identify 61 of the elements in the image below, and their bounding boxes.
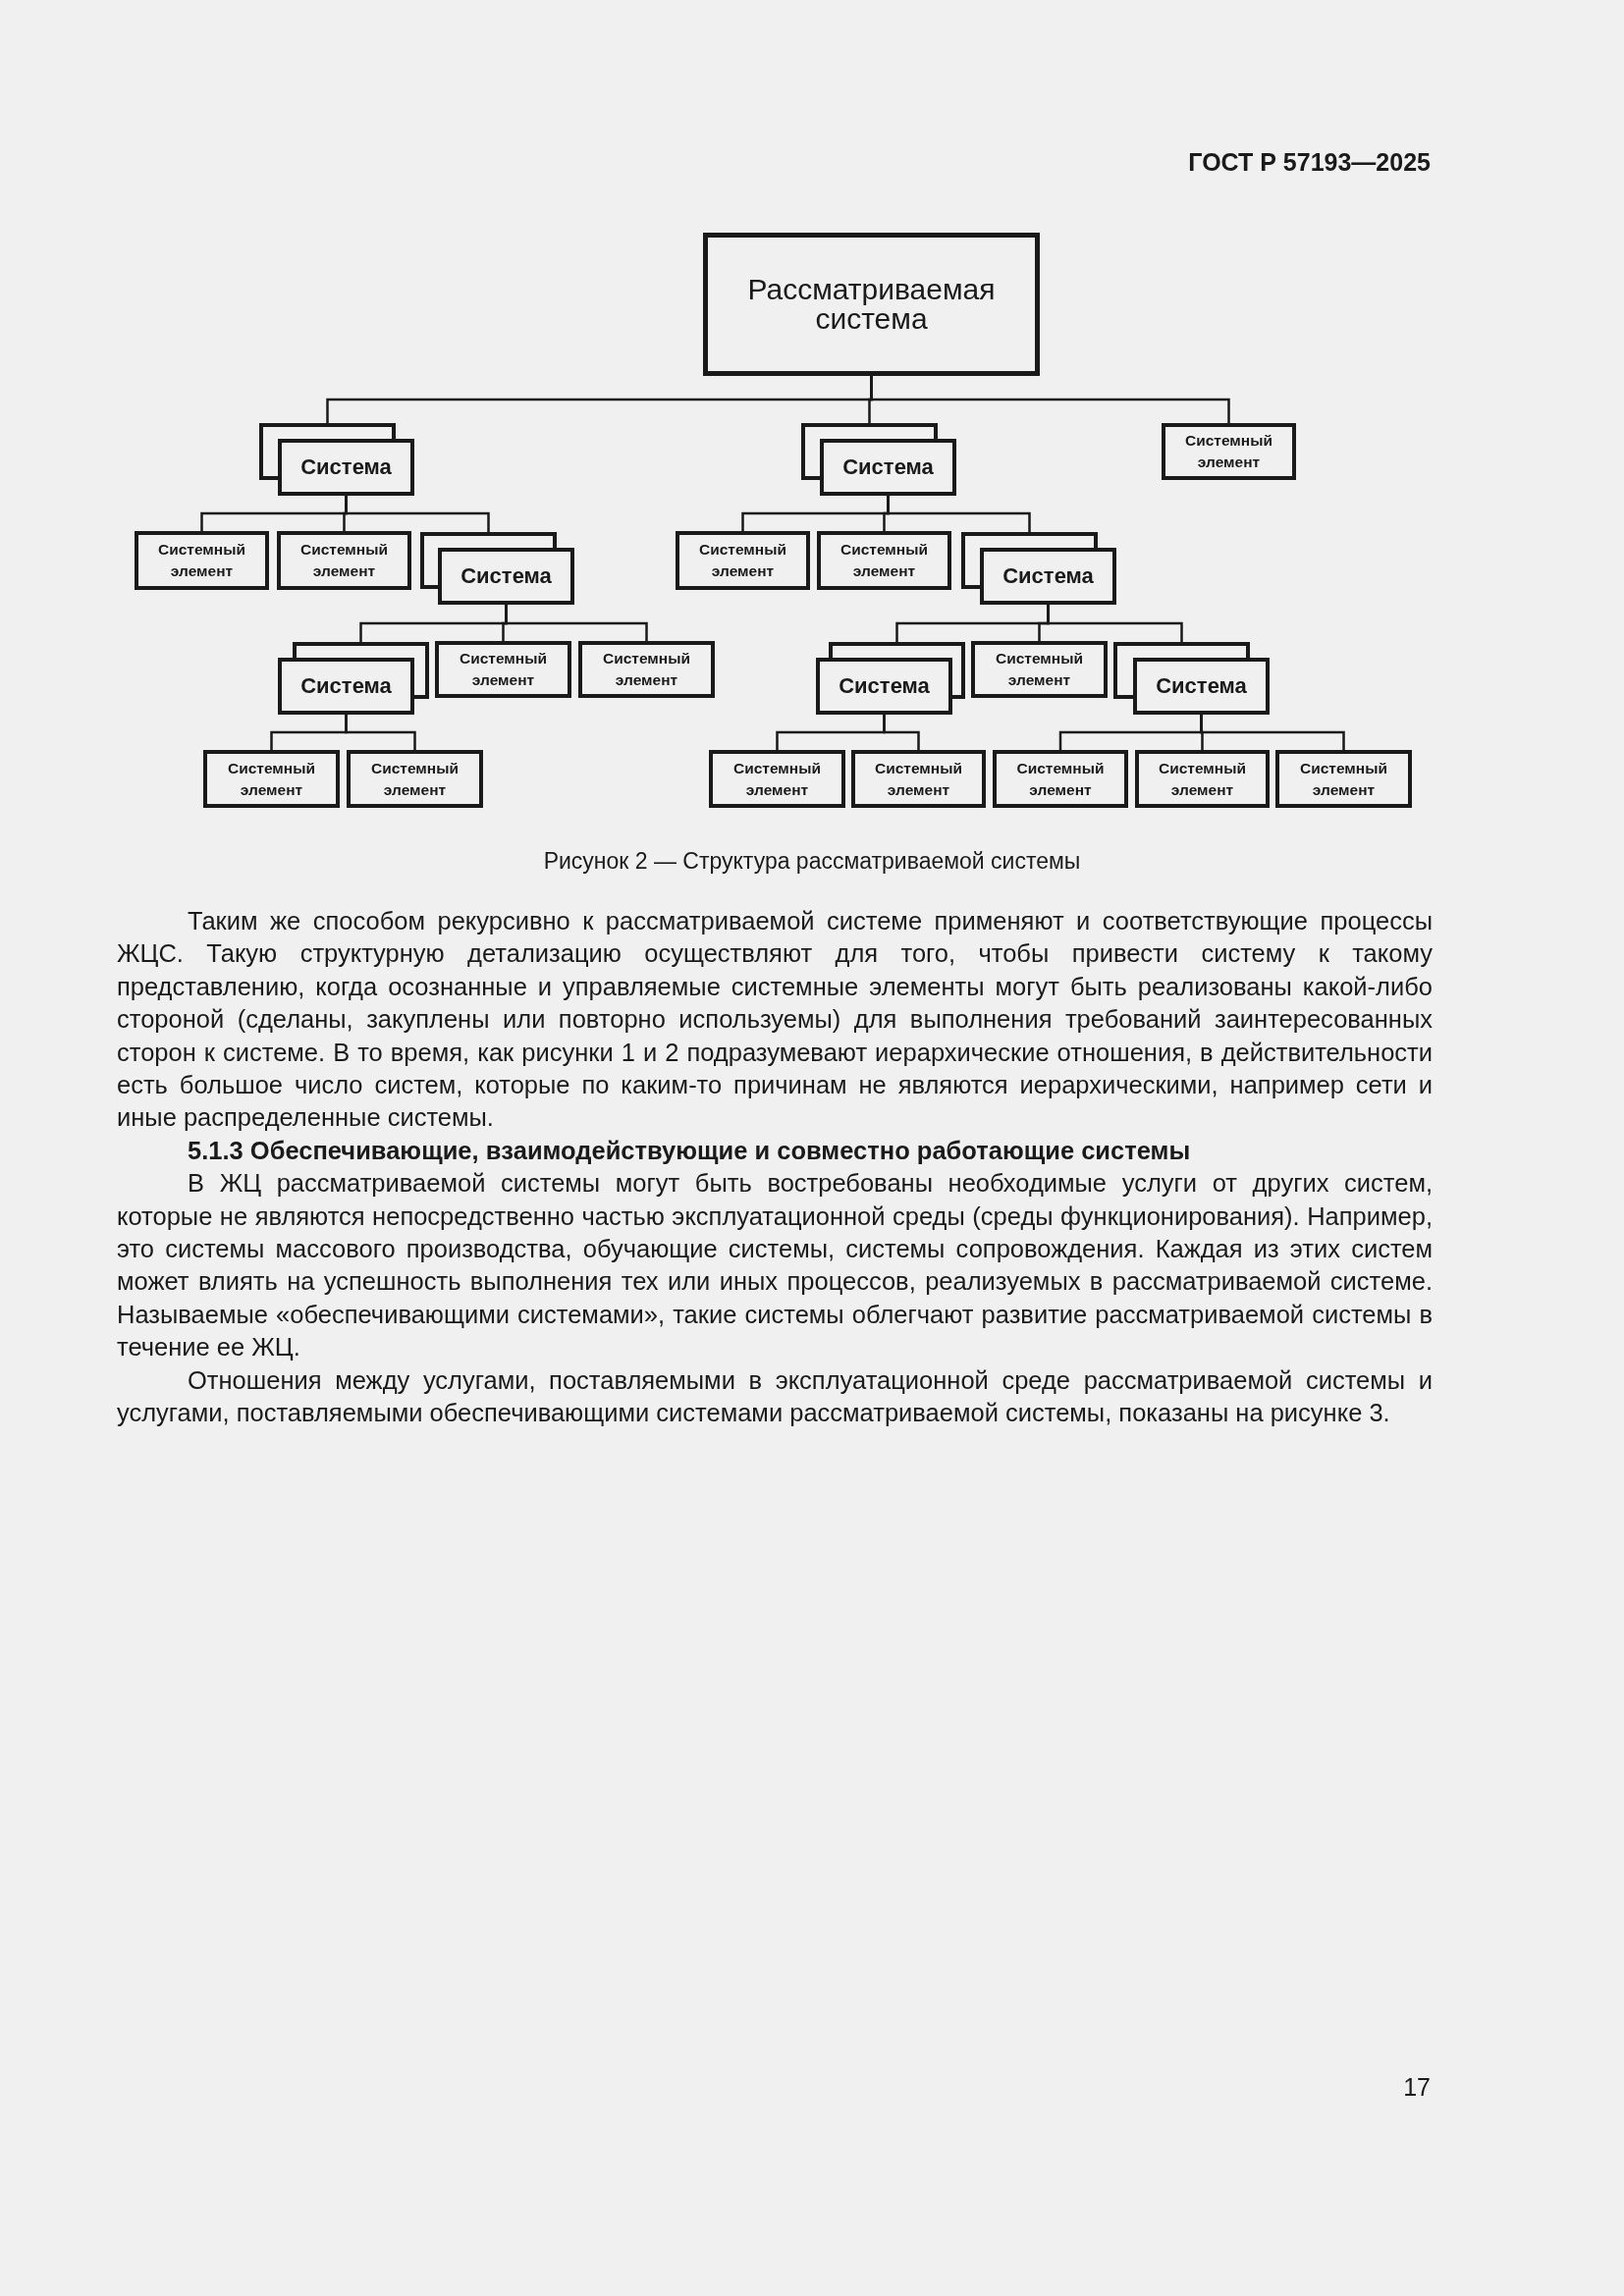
node-label: Рассматриваемая система [746, 275, 997, 334]
element-box [817, 531, 951, 590]
element-box [203, 750, 340, 808]
node-label: Системный элемент [874, 758, 963, 800]
node-label: Система [838, 674, 931, 698]
node-label: Системный элемент [602, 649, 691, 690]
node-label: Система [841, 455, 935, 479]
node-label: Системный элемент [1299, 758, 1388, 800]
element-box [135, 531, 269, 590]
node-label: Системный элемент [698, 540, 787, 581]
connector-line [505, 605, 648, 641]
connector-line [1047, 605, 1183, 642]
connector-line [1200, 715, 1345, 750]
connector-line [345, 715, 416, 750]
stacked-system-box [259, 423, 414, 496]
node-label: Система [299, 455, 393, 479]
element-box [676, 531, 810, 590]
connector-line [345, 496, 490, 532]
node-label: Системный элемент [839, 540, 929, 581]
node-label: Системный элемент [157, 540, 246, 581]
element-box [993, 750, 1128, 808]
stacked-system-box [801, 423, 956, 496]
element-box [347, 750, 483, 808]
node-label: Системный элемент [299, 540, 389, 581]
element-box [578, 641, 715, 698]
figure-caption: Рисунок 2 — Структура рассматриваемой системы [542, 848, 1082, 875]
connector-line [883, 715, 920, 750]
stacked-system-box [278, 642, 429, 715]
document-header: ГОСТ Р 57193—2025 [1188, 148, 1431, 177]
element-box [1162, 423, 1296, 480]
node-label: Системный элемент [370, 758, 460, 800]
node-label: Система [460, 564, 553, 588]
connector-line [887, 496, 1031, 532]
element-box [709, 750, 845, 808]
stacked-system-box [1113, 642, 1270, 715]
stacked-system-box [420, 532, 574, 605]
element-box [1135, 750, 1270, 808]
connector-line [870, 376, 1230, 423]
body-paragraph: Отношения между услугами, поставляемыми в эксплуатационной среде рассматриваемой системы и услугами, поставляемыми обеспечивающими системами рассматриваемой системы, показаны на рисунке 3. [117, 1364, 1433, 1429]
body-paragraph: В ЖЦ рассматриваемой системы могут быть востребованы необходимые услуги от других систем, которые не являются непосредственно частью эксплуатационной среды (среды функционирования). Например, это системы массового производства, обучающие системы, системы сопровождения. Каждая из этих систем может влиять на успешность выполнения тех или иных процессов, реализуемых в рассматриваемой системе. Называемые «обеспечивающими системами», такие системы облегчают развитие рассматриваемой системы в течение ее ЖЦ. [117, 1168, 1433, 1363]
element-box [971, 641, 1108, 698]
node-label: Системный элемент [1184, 431, 1273, 472]
element-box [851, 750, 986, 808]
node-label: Системный элемент [1015, 758, 1106, 800]
stacked-system-box [816, 642, 965, 715]
node-label: Системный элемент [732, 758, 822, 800]
page-number: 17 [1403, 2073, 1431, 2102]
node-label: Система [1155, 674, 1248, 698]
element-box [435, 641, 571, 698]
node-label: Системный элемент [459, 649, 548, 690]
node-label: Системный элемент [1158, 758, 1247, 800]
element-box [277, 531, 411, 590]
node-label: Системный элемент [995, 649, 1084, 690]
section-heading: 5.1.3 Обеспечивающие, взаимодействующие и совместно работающие системы [187, 1135, 1192, 1166]
node-label: Система [1001, 564, 1095, 588]
element-box [1275, 750, 1412, 808]
system-box [703, 233, 1040, 376]
body-paragraph: Таким же способом рекурсивно к рассматриваемой системе применяют и соответствующие процессы ЖЦС. Такую структурную детализацию осуществляют для того, чтобы привести систему к такому представлению, когда осознанные и управляемые системные элементы могут быть реализованы какой-либо стороной (сделаны, закуплены или повторно используемы) для выполнения требований заинтересованных сторон к системе. В то время, как рисунки 1 и 2 подразумевают иерархические отношения, в действительности есть большое число систем, которые по каким-то причинам не являются иерархическими, например сети и иные распределенные системы. [117, 906, 1433, 1134]
node-label: Системный элемент [227, 758, 316, 800]
node-label: Система [299, 674, 393, 698]
stacked-system-box [961, 532, 1116, 605]
